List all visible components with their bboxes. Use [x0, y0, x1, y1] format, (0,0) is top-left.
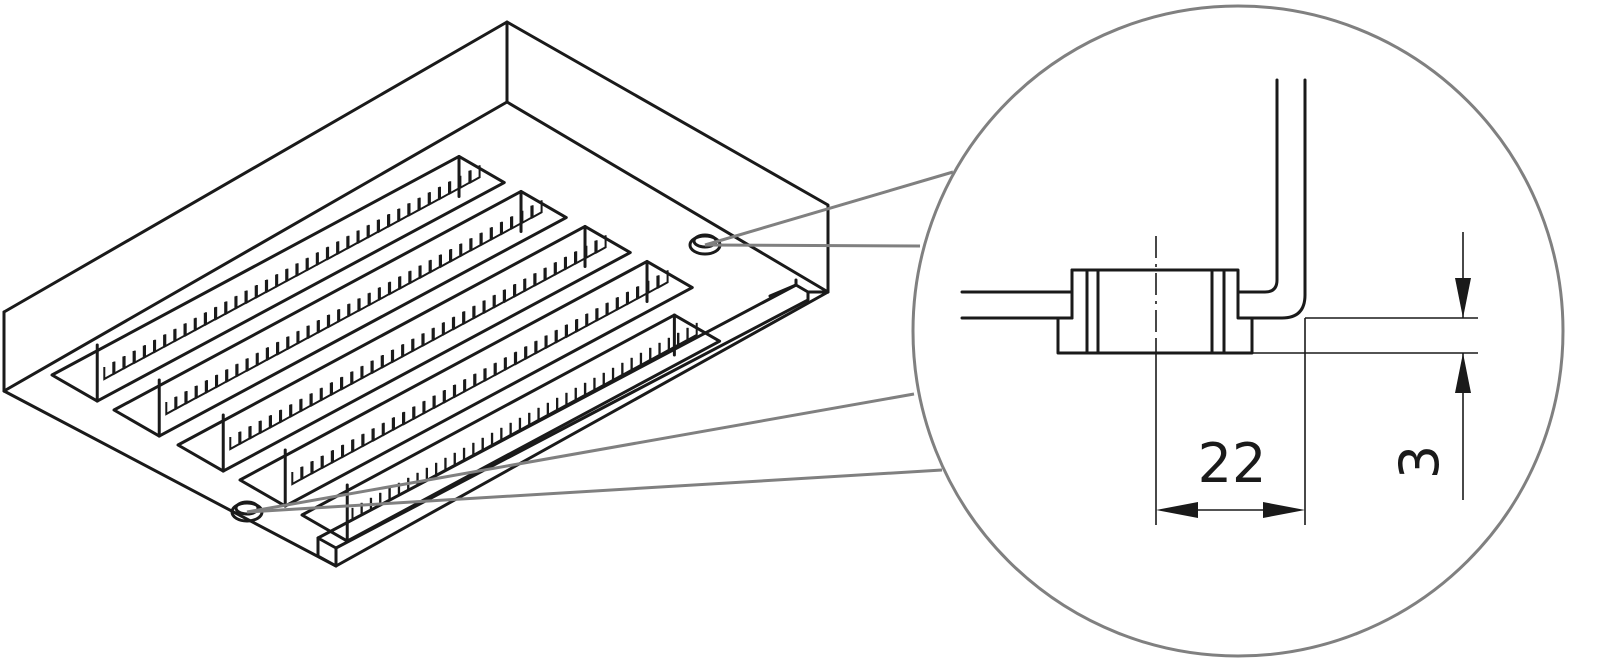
width-dimension: 22 [1155, 318, 1306, 525]
louver-slot [176, 224, 632, 473]
width-dimension-label: 22 [1198, 432, 1267, 495]
louver-slot [238, 259, 694, 508]
mounting-holes [230, 233, 722, 523]
louver-slot [300, 313, 722, 543]
tray-body [2, 20, 830, 568]
height-dimension: 3 [1252, 232, 1478, 500]
detail-magnifier: 22 3 [911, 4, 1565, 658]
louver-slot [112, 189, 568, 438]
detail-leader-lines [246, 170, 954, 514]
louver-slots [50, 154, 722, 543]
louver-slot [50, 154, 506, 403]
height-dimension-label: 3 [1388, 445, 1451, 479]
